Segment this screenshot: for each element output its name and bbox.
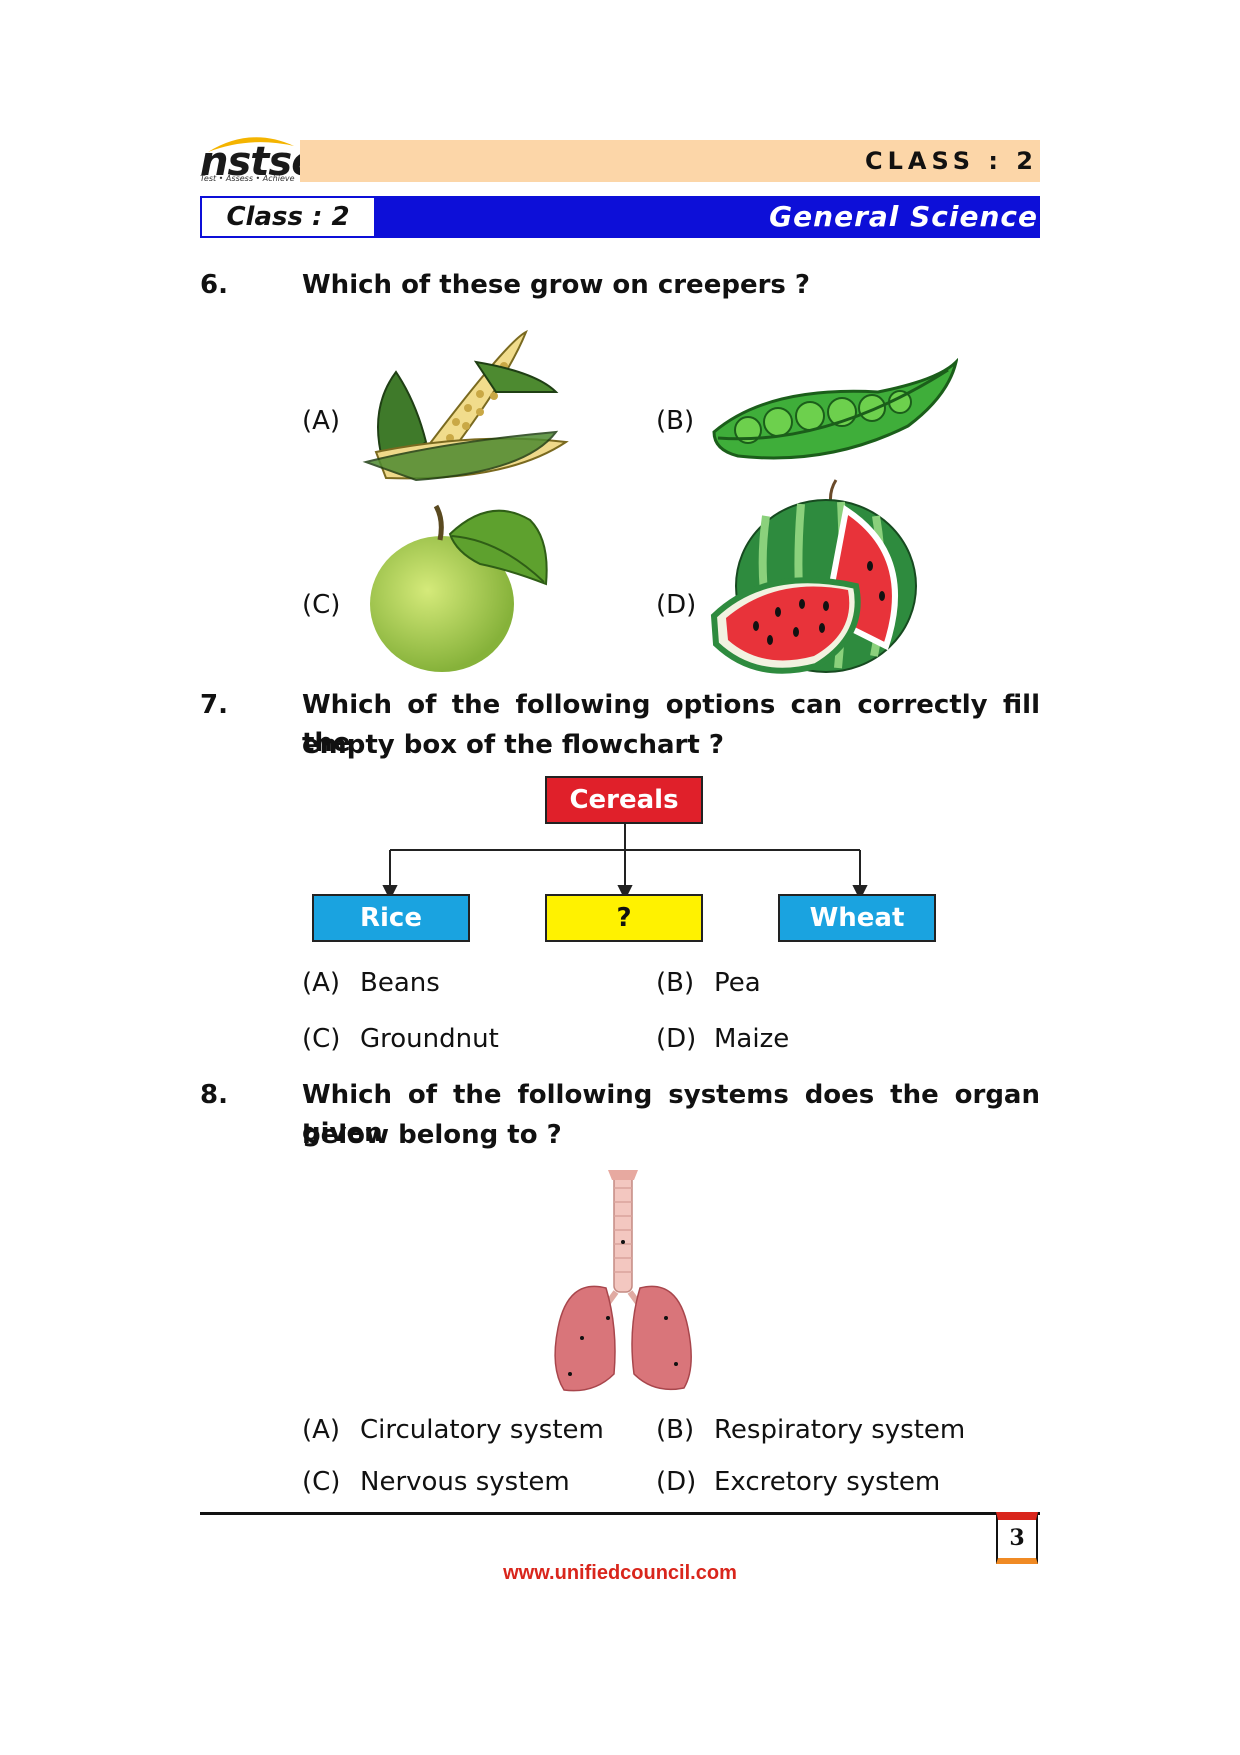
footer-divider: [200, 1512, 1040, 1515]
q7-option-b[interactable]: (B)Pea: [656, 968, 761, 998]
q8-number: 8.: [200, 1080, 228, 1110]
q8-option-c[interactable]: (C)Nervous system: [302, 1467, 570, 1497]
watermelon-image: [710, 479, 917, 674]
q6-option-d-label[interactable]: (D): [656, 590, 697, 620]
lungs-image: [554, 1170, 692, 1392]
page-number: 3: [1009, 1525, 1025, 1551]
q7-option-a[interactable]: (A)Beans: [302, 968, 440, 998]
q8-text-line1: Which of the following systems does the …: [302, 1080, 1040, 1148]
footer-url[interactable]: www.unifiedcouncil.com: [503, 1562, 737, 1584]
flowchart-rice-box: Rice: [312, 894, 470, 942]
class-box: Class : 2: [202, 198, 374, 236]
pea-pod-image: [712, 357, 958, 460]
logo-arc-icon: [208, 137, 294, 152]
flowchart-unknown-box: ?: [545, 894, 703, 942]
q7-option-d[interactable]: (D)Maize: [656, 1024, 790, 1054]
class-box-label: Class : 2: [226, 202, 350, 232]
q8-option-b[interactable]: (B)Respiratory system: [656, 1415, 966, 1445]
q6-number: 6.: [200, 270, 228, 300]
page-number-box: 3: [996, 1512, 1038, 1564]
flowchart-connectors: [382, 820, 868, 900]
guava-image: [370, 504, 548, 672]
q7-text-line1: Which of the following options can corre…: [302, 690, 1040, 758]
q6-text: Which of these grow on creepers ?: [302, 270, 811, 300]
q7-text-line2: empty box of the flowchart ?: [302, 730, 724, 760]
q7-option-c[interactable]: (C)Groundnut: [302, 1024, 499, 1054]
q6-option-c-label[interactable]: (C): [302, 590, 341, 620]
class-label-top: CLASS : 2: [865, 147, 1038, 175]
subject-title: General Science: [769, 200, 1038, 233]
q7-number: 7.: [200, 690, 228, 720]
q6-option-a-label[interactable]: (A): [302, 406, 341, 436]
logo-word: nstse: [200, 139, 318, 185]
q8-option-d[interactable]: (D)Excretory system: [656, 1467, 941, 1497]
nstse-logo: nstse Test • Assess • Achieve: [200, 132, 318, 184]
flowchart-root-box: Cereals: [545, 776, 703, 824]
q8-text-line2: below belong to ?: [302, 1120, 562, 1150]
q8-option-a[interactable]: (A)Circulatory system: [302, 1415, 604, 1445]
flowchart-wheat-box: Wheat: [778, 894, 936, 942]
header-bar: [300, 140, 1040, 182]
corn-image: [362, 329, 569, 482]
logo-tagline: Test • Assess • Achieve: [200, 174, 295, 183]
q6-option-b-label[interactable]: (B): [656, 406, 695, 436]
